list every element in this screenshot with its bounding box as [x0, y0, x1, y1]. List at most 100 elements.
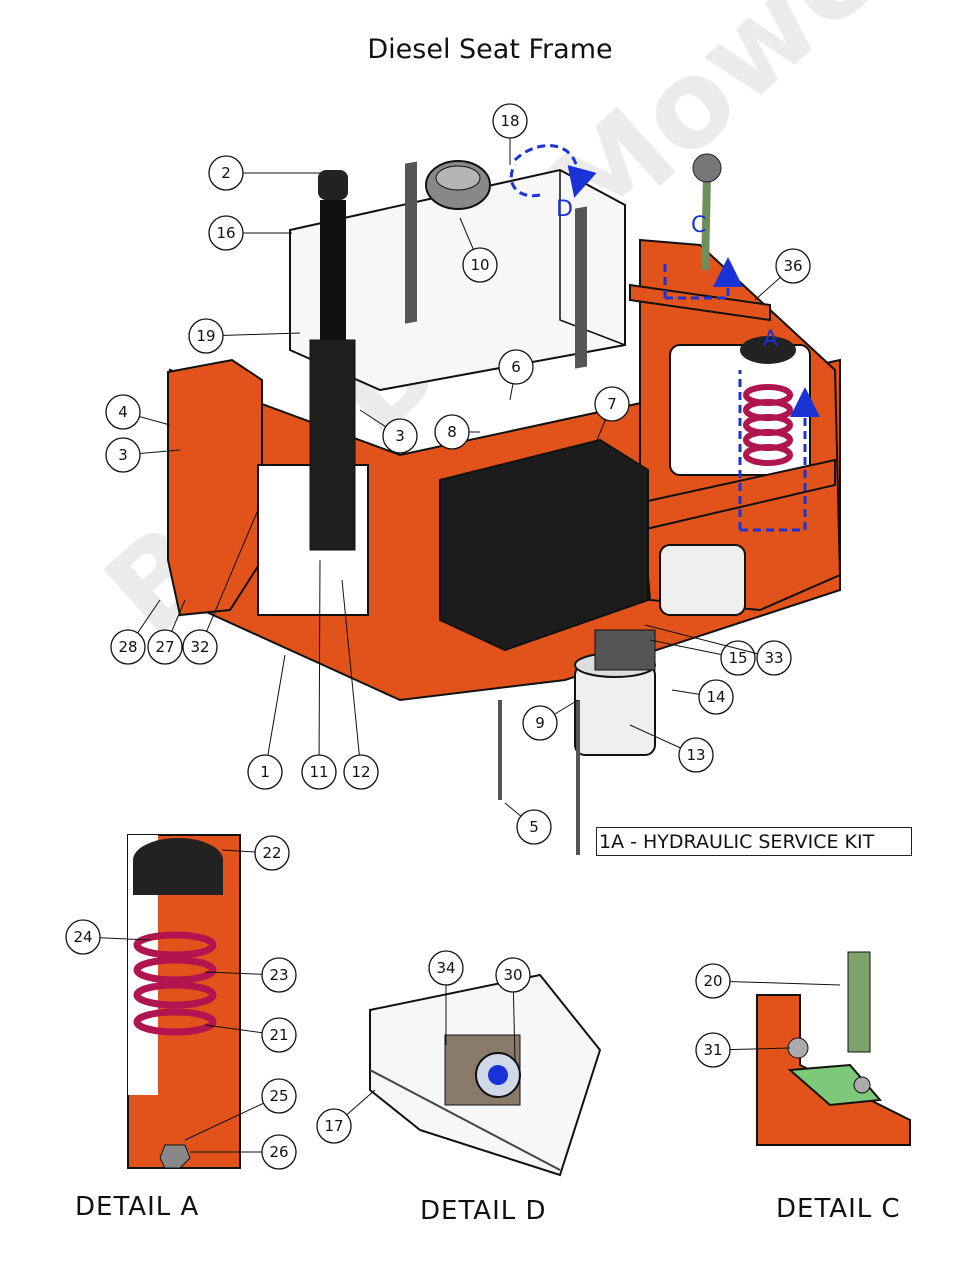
detail-a-view — [127, 834, 241, 1169]
callout-number: 28 — [118, 638, 137, 656]
callout-circle — [695, 1032, 731, 1068]
arrow-c — [663, 260, 728, 300]
tank-strap-left — [405, 161, 417, 324]
shock-cap — [740, 336, 796, 364]
callout-circle — [105, 437, 141, 473]
filter-head — [594, 629, 656, 671]
callout-circle — [343, 754, 379, 790]
callout-number: 3 — [395, 427, 405, 445]
callout-circle — [254, 835, 290, 871]
callout-circle — [720, 640, 756, 676]
detail-letter-c: C — [691, 213, 706, 238]
callout-circle — [775, 248, 811, 284]
callout-circle — [695, 963, 731, 999]
callout-number: 13 — [686, 746, 705, 764]
callout-circle — [147, 629, 183, 665]
callout-circle — [498, 349, 534, 385]
callout-number: 1 — [260, 763, 270, 781]
detail-c-view — [756, 951, 911, 1146]
arrow-a — [738, 370, 805, 532]
callout-number: 8 — [447, 423, 457, 441]
callout-number: 10 — [470, 256, 489, 274]
detail-d-view — [369, 973, 602, 1177]
main-assembly — [167, 144, 842, 855]
callout-circle — [678, 737, 714, 773]
callout-circle — [756, 640, 792, 676]
callout-number: 15 — [728, 649, 747, 667]
callout-circle — [698, 679, 734, 715]
callout-number: 30 — [503, 966, 522, 984]
battery — [439, 438, 649, 652]
callout-circle — [516, 809, 552, 845]
callout-circle — [261, 1078, 297, 1114]
callout-circle — [434, 414, 470, 450]
callout-circle — [492, 103, 528, 139]
callout-leader — [264, 654, 286, 773]
callout-circle — [182, 629, 218, 665]
callout-circle — [522, 705, 558, 741]
callout-circle — [594, 386, 630, 422]
callout-leader — [318, 559, 321, 773]
callout-number: 6 — [511, 358, 521, 376]
tank-strap-right — [575, 206, 587, 369]
callout-leader — [341, 579, 362, 773]
callout-number: 16 — [216, 224, 235, 242]
callout-number: 32 — [190, 638, 209, 656]
hydraulic-kit-label: 1A - HYDRAULIC SERVICE KIT — [596, 827, 912, 856]
hydraulic-filter — [574, 664, 656, 756]
callout-circle — [247, 754, 283, 790]
callout-number: 4 — [118, 403, 128, 421]
callout-number: 22 — [262, 844, 281, 862]
callout-number: 23 — [269, 966, 288, 984]
callout-circle — [105, 394, 141, 430]
callout-number: 19 — [196, 327, 215, 345]
callout-circle — [462, 247, 498, 283]
callout-leader — [644, 624, 775, 659]
callout-number: 33 — [764, 649, 783, 667]
callout-leader — [712, 980, 841, 986]
callout-circle — [208, 215, 244, 251]
callout-number: 17 — [324, 1117, 343, 1135]
adjuster-plate — [309, 339, 356, 551]
callout-leader — [199, 509, 259, 648]
fuel-filter — [659, 544, 746, 616]
callout-circle — [382, 418, 418, 454]
callout-circle — [495, 957, 531, 993]
detail-letter-d: D — [556, 197, 573, 222]
callout-number: 3 — [118, 446, 128, 464]
callout-circle — [188, 318, 224, 354]
detail-d-label: DETAIL D — [420, 1196, 547, 1226]
callout-number: 5 — [529, 818, 539, 836]
callout-number: 27 — [155, 638, 174, 656]
callout-circle — [208, 155, 244, 191]
detail-letter-a: A — [763, 327, 778, 352]
callout-number: 7 — [607, 395, 617, 413]
callout-number: 20 — [703, 972, 722, 990]
callout-circle — [301, 754, 337, 790]
callout-circle — [261, 1134, 297, 1170]
callout-number: 9 — [535, 714, 545, 732]
callout-number: 18 — [500, 112, 519, 130]
callout-number: 24 — [73, 928, 92, 946]
callout-number: 26 — [269, 1143, 288, 1161]
detail-c-label: DETAIL C — [776, 1194, 901, 1224]
detail-a-label: DETAIL A — [75, 1192, 200, 1222]
page-title: Diesel Seat Frame — [367, 34, 613, 65]
callout-circle — [316, 1108, 352, 1144]
callout-number: 11 — [309, 763, 328, 781]
callout-number: 25 — [269, 1087, 288, 1105]
detail-c-plate — [787, 1063, 883, 1107]
callout-number: 21 — [269, 1026, 288, 1044]
callout-circle — [428, 950, 464, 986]
callout-circle — [261, 957, 297, 993]
handle-tube — [320, 200, 346, 340]
callout-number: 14 — [706, 688, 725, 706]
lever-knob — [692, 153, 722, 183]
left-side-plate — [167, 358, 263, 617]
callout-circle — [261, 1017, 297, 1053]
callout-circle — [65, 919, 101, 955]
callout-number: 31 — [703, 1041, 722, 1059]
